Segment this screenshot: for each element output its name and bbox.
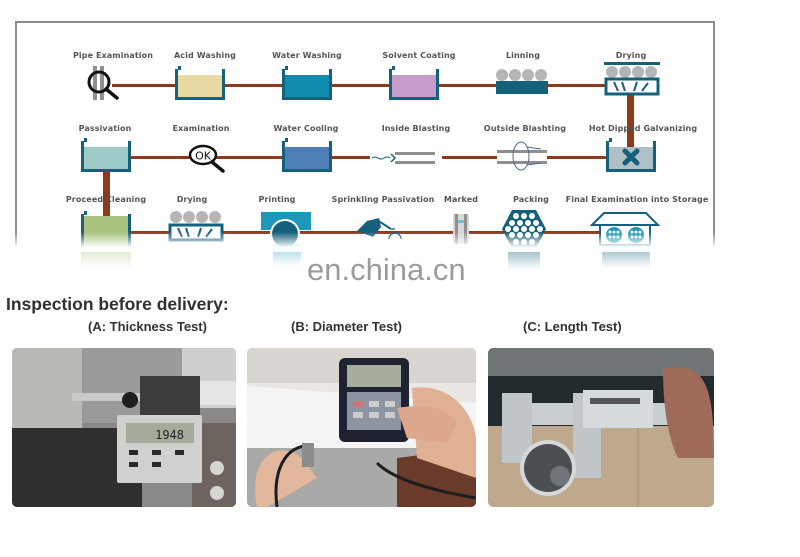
step-label: Outside Blashting	[483, 124, 567, 133]
caption-length-test: (C: Length Test)	[523, 319, 622, 334]
inside-blast-icon	[370, 152, 442, 164]
step-proceed-cleaning: Proceed Cleaning	[31, 195, 181, 204]
step-acid-washing: Acid Washing	[130, 51, 280, 60]
flow-line-connector-right	[627, 86, 634, 154]
step-examination: Examination	[126, 124, 276, 133]
drying-oven-icon	[604, 62, 660, 96]
vernier-caliper-photo	[488, 348, 714, 507]
step-outside-blashting: Outside Blashting	[450, 124, 600, 133]
tank-icon	[175, 66, 225, 100]
galvanizing-tank-icon	[606, 138, 656, 172]
step-label: Packing	[513, 195, 549, 204]
step-label: Drying	[615, 51, 647, 60]
reflection-packing	[508, 248, 540, 270]
flow-line-row2	[105, 156, 633, 159]
inspection-title: Inspection before delivery:	[6, 294, 229, 314]
process-diagram-frame	[15, 21, 715, 247]
tank-icon	[389, 66, 439, 100]
step-label: Inside Blasting	[381, 124, 451, 133]
step-label: Hot Dipped Galvanizing	[588, 124, 698, 133]
step-drying-2: Drying	[117, 195, 267, 204]
step-label: Water Washing	[272, 51, 342, 60]
magnifier-pipe-icon	[87, 66, 119, 100]
ok-magnifier-icon: OK	[188, 144, 225, 173]
step-label: Linning	[505, 51, 541, 60]
step-marked: Marked	[386, 195, 536, 204]
step-water-washing: Water Washing	[232, 51, 382, 60]
step-solvent-coating: Solvent Coating	[344, 51, 494, 60]
tank-icon	[282, 138, 332, 172]
rollers-icon	[496, 69, 548, 94]
step-label: Drying	[176, 195, 208, 204]
step-water-cooling: Water Cooling	[231, 124, 381, 133]
step-label: Passivation	[78, 124, 132, 133]
svg-text:1948: 1948	[155, 428, 184, 442]
caption-diameter-test: (B: Diameter Test)	[291, 319, 403, 334]
step-pipe-examination: Pipe Examination	[38, 51, 188, 60]
step-label: Solvent Coating	[382, 51, 456, 60]
step-printing: Printing	[202, 195, 352, 204]
tank-icon	[81, 138, 131, 172]
step-label: Sprinkling Passivation	[331, 195, 435, 204]
step-inside-blasting: Inside Blasting	[341, 124, 491, 133]
step-final-examination-into-storage: Final Examination into Storage	[562, 195, 712, 204]
flow-line-row1	[112, 84, 632, 87]
step-label: Printing	[258, 195, 296, 204]
frame-fade	[0, 232, 800, 252]
micrometer-photo: 1948	[12, 348, 236, 507]
watermark: en.china.cn	[307, 252, 466, 287]
step-packing: Packing	[456, 195, 606, 204]
ok-badge: OK	[195, 150, 212, 163]
step-label: Proceed Cleaning	[65, 195, 147, 204]
caption-thickness-test: (A: Thickness Test)	[88, 319, 207, 334]
step-linning: Linning	[448, 51, 598, 60]
step-sprinkling-passivation: Sprinkling Passivation	[308, 195, 458, 204]
step-passivation: Passivation	[30, 124, 180, 133]
thickness-gauge-photo	[247, 348, 476, 507]
step-drying-1: Drying	[556, 51, 706, 60]
step-label: Examination	[172, 124, 230, 133]
flow-line-connector-left	[103, 158, 110, 218]
tank-icon	[282, 66, 332, 100]
step-label: Acid Washing	[174, 51, 236, 60]
step-hot-dipped-galvanizing: Hot Dipped Galvanizing	[568, 124, 718, 133]
step-label: Final Examination into Storage	[565, 195, 709, 204]
outside-blast-icon	[497, 141, 547, 171]
step-label: Pipe Examination	[72, 51, 154, 60]
step-label: Marked	[443, 195, 479, 204]
galvanizing-cross-icon	[622, 148, 640, 166]
step-label: Water Cooling	[273, 124, 339, 133]
